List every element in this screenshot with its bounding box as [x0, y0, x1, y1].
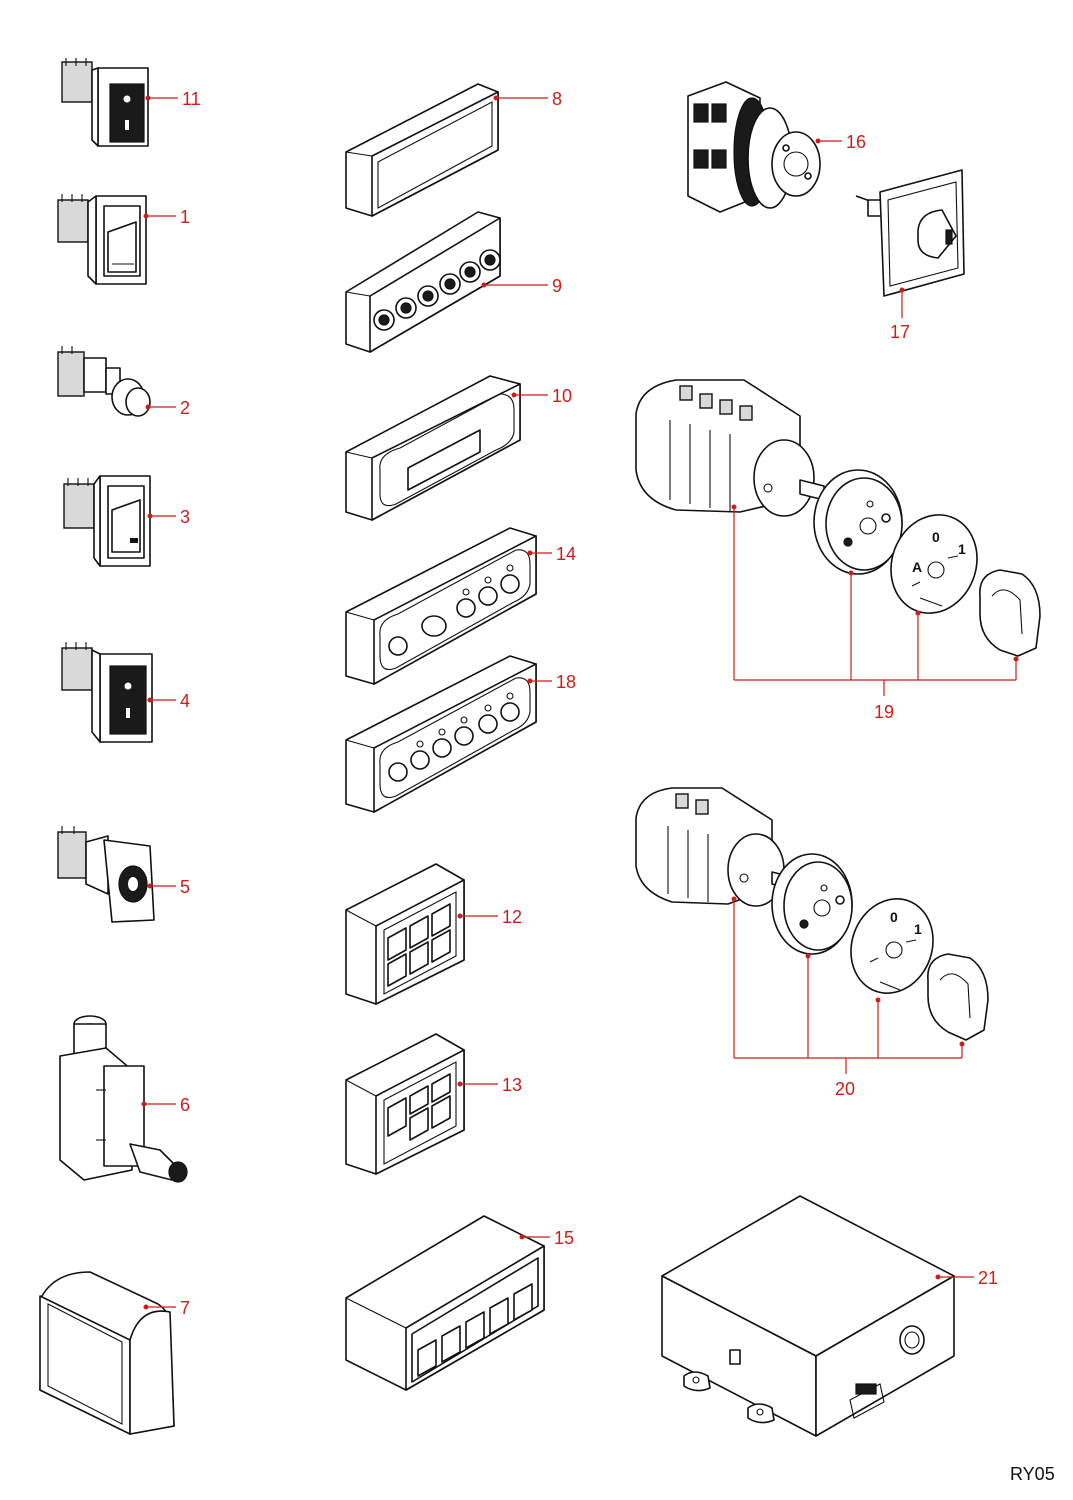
callout-20-label: 20	[835, 1079, 855, 1099]
panel-9-buttons	[373, 249, 501, 331]
callout-19-label: 19	[874, 702, 894, 722]
callout-6-label: 6	[180, 1095, 190, 1115]
callout-1: 1	[143, 207, 190, 227]
callout-4: 4	[147, 691, 190, 711]
callout-7-label: 7	[180, 1298, 190, 1318]
callout-8: 8	[493, 89, 562, 109]
callout-11: 11	[145, 89, 201, 109]
part-11-rocker-switch	[61, 58, 149, 147]
part-16-rotary-switch	[687, 81, 821, 213]
callout-15-label: 15	[554, 1228, 574, 1248]
part-17-rotary-knob	[855, 169, 965, 297]
part-12-switch-box	[345, 863, 465, 1005]
callout-19: 19	[731, 504, 1019, 722]
part-13-switch-box	[345, 1033, 465, 1175]
callout-10: 10	[511, 386, 572, 406]
dial-20-label-1: 1	[914, 921, 922, 937]
part-10-display-panel	[345, 375, 521, 521]
callout-21-label: 21	[978, 1268, 998, 1288]
callout-16: 16	[815, 132, 866, 152]
callout-13-label: 13	[502, 1075, 522, 1095]
part-5-key-switch	[57, 826, 155, 923]
callout-14-label: 14	[556, 544, 576, 564]
part-21-enclosure-box	[661, 1195, 955, 1437]
diagram-reference-code: RY05	[1010, 1464, 1055, 1484]
part-7-protective-cap	[39, 1271, 175, 1435]
part-9-button-panel	[345, 211, 501, 353]
dial-19-label-0: 0	[932, 529, 940, 545]
callout-9-label: 9	[552, 276, 562, 296]
callout-5-label: 5	[180, 877, 190, 897]
part-6-door-switch	[59, 1015, 188, 1183]
dial-19-label-1: 1	[958, 541, 966, 557]
callout-6: 6	[141, 1095, 190, 1115]
callout-5: 5	[147, 877, 190, 897]
callout-18-label: 18	[556, 672, 576, 692]
part-1-rocker-switch	[57, 194, 147, 285]
callout-15: 15	[519, 1228, 574, 1248]
callout-3: 3	[147, 507, 190, 527]
callout-16-label: 16	[846, 132, 866, 152]
callout-12: 12	[457, 907, 522, 927]
part-18-control-panel	[345, 655, 537, 813]
callout-12-label: 12	[502, 907, 522, 927]
callout-11-label: 11	[182, 89, 201, 109]
part-4-rocker-switch	[61, 642, 153, 743]
part-8-panel	[345, 83, 499, 217]
dial-20-label-0: 0	[890, 909, 898, 925]
dial-19-label-a: A	[912, 559, 922, 575]
callout-17: 17	[890, 287, 910, 342]
part-2-push-button	[57, 346, 151, 417]
callout-14: 14	[527, 544, 576, 564]
part-14-control-panel	[345, 527, 537, 685]
part-3-rocker-switch	[63, 475, 151, 567]
callout-9: 9	[481, 276, 562, 296]
callout-10-label: 10	[552, 386, 572, 406]
callout-20: 20	[731, 896, 965, 1099]
callout-4-label: 4	[180, 691, 190, 711]
callout-1-label: 1	[180, 207, 190, 227]
callout-13: 13	[457, 1075, 522, 1095]
part-19-cam-switch-assembly: A 0 1	[635, 379, 1041, 657]
callout-2: 2	[145, 398, 190, 418]
part-20-cam-switch-assembly: 0 1	[635, 787, 989, 1041]
callout-2-label: 2	[180, 398, 190, 418]
callout-7: 7	[143, 1298, 190, 1318]
callout-17-label: 17	[890, 322, 910, 342]
callout-18: 18	[527, 672, 576, 692]
callout-8-label: 8	[552, 89, 562, 109]
callout-21: 21	[935, 1268, 998, 1288]
part-15-switch-box	[345, 1215, 545, 1391]
callout-3-label: 3	[180, 507, 190, 527]
